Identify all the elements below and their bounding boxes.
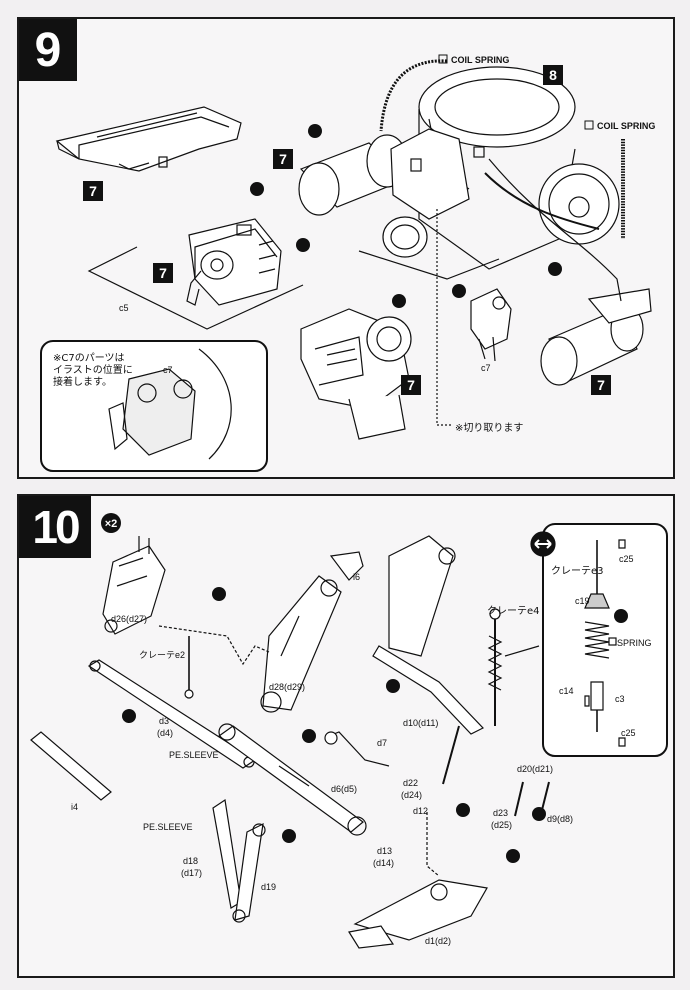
ring-part xyxy=(382,216,428,258)
inset-note-line1: ※C7のパーツは xyxy=(53,353,125,364)
part-d1-foot xyxy=(348,879,488,949)
label-d17: (d17) xyxy=(181,868,202,878)
label-d20: d20(d21) xyxy=(517,764,553,774)
label-d19: d19 xyxy=(261,882,276,892)
step-10-illustration: ×2 xyxy=(30,513,668,949)
attachment-markers xyxy=(122,587,628,863)
label-d22: d22 xyxy=(403,778,418,788)
motor-assembly xyxy=(186,218,282,306)
tray-part xyxy=(55,106,242,172)
coil-spring-wire xyxy=(379,59,448,132)
label-d28: d28(d29) xyxy=(269,682,305,692)
label-d26: d26(d27) xyxy=(111,614,147,624)
label-d4: (d4) xyxy=(157,728,173,738)
label-crete-e4: クレーテe4 xyxy=(487,606,540,617)
badge-7-a: 7 xyxy=(89,183,97,199)
label-crete-e3: クレーテe3 xyxy=(551,566,604,577)
label-d7: d7 xyxy=(377,738,387,748)
coil-spring-label-top: COIL SPRING xyxy=(451,55,509,65)
label-c25-bottom: c25 xyxy=(621,728,636,738)
pin-d20 xyxy=(514,781,524,817)
label-d25: (d25) xyxy=(491,820,512,830)
part-d28 xyxy=(260,575,342,713)
label-c25-top: c25 xyxy=(619,554,634,564)
cylinder-top xyxy=(298,134,409,216)
label-d18: d18 xyxy=(183,856,198,866)
step-9-panel: 9 xyxy=(17,17,675,479)
label-d3: d3 xyxy=(159,716,169,726)
multiplier-badge: ×2 xyxy=(105,518,118,530)
part-c7 xyxy=(470,288,512,362)
part-d10-arm xyxy=(372,535,484,785)
step-10-panel: 10 ×2 xyxy=(17,494,675,978)
label-d13: d13 xyxy=(377,846,392,856)
wire-c5 xyxy=(87,246,304,330)
label-c3: c3 xyxy=(615,694,625,704)
label-c7-inset: c7 xyxy=(163,365,173,375)
spring-detail-box xyxy=(542,523,668,757)
label-d23: d23 xyxy=(493,808,508,818)
label-d10: d10(d11) xyxy=(403,718,438,728)
label-i6: i6 xyxy=(353,572,360,582)
step-number: 9 xyxy=(19,19,77,81)
coil-spring-label-right: COIL SPRING xyxy=(597,121,655,131)
attachment-markers xyxy=(250,124,562,308)
label-pe-sleeve-2: PE.SLEEVE xyxy=(143,822,193,832)
label-c14: c14 xyxy=(559,686,574,696)
part-d26 xyxy=(102,536,166,635)
badge-7-d: 7 xyxy=(407,377,415,393)
coil-spring-checkbox-right xyxy=(584,120,594,130)
badge-7-c: 7 xyxy=(159,265,167,281)
part-d6-arm xyxy=(217,723,367,836)
inset-note-line3: 接着します。 xyxy=(53,377,112,388)
label-c7: c7 xyxy=(481,363,491,373)
part-d18-d19 xyxy=(212,798,266,923)
label-d12: d12 xyxy=(413,806,428,816)
badge-7-b: 7 xyxy=(279,151,287,167)
cut-note: ※切り取ります xyxy=(455,423,524,434)
gear-housing xyxy=(300,308,412,440)
step-number: 10 xyxy=(19,496,91,558)
step-9-illustration: 7 7 7 8 7 7 COIL SPRING COIL SPRING c5 c… xyxy=(40,54,655,472)
label-i4: i4 xyxy=(71,802,78,812)
cylinder-right xyxy=(540,288,652,386)
label-d14: (d14) xyxy=(373,858,394,868)
main-housing xyxy=(390,66,620,270)
label-d9: d9(d8) xyxy=(547,814,573,824)
inset-note-line2: イラストの位置に xyxy=(53,365,133,376)
badges xyxy=(83,65,611,395)
label-d24: (d24) xyxy=(401,790,422,800)
label-d6: d6(d5) xyxy=(331,784,357,794)
inset-detail-box xyxy=(40,340,268,472)
badge-8: 8 xyxy=(549,67,557,83)
badge-7-e: 7 xyxy=(597,377,605,393)
label-c5: c5 xyxy=(119,303,129,313)
coil-spring-checkbox-top xyxy=(438,54,448,64)
label-c19: c19 xyxy=(575,596,590,606)
part-i4 xyxy=(30,731,112,801)
label-pe-sleeve-1: PE.SLEEVE xyxy=(169,750,219,760)
label-spring: SPRING xyxy=(617,638,652,648)
label-crete-e2: クレーテe2 xyxy=(139,650,185,660)
shock-absorber xyxy=(487,608,503,726)
label-d1: d1(d2) xyxy=(425,936,451,946)
part-i6 xyxy=(329,551,364,581)
